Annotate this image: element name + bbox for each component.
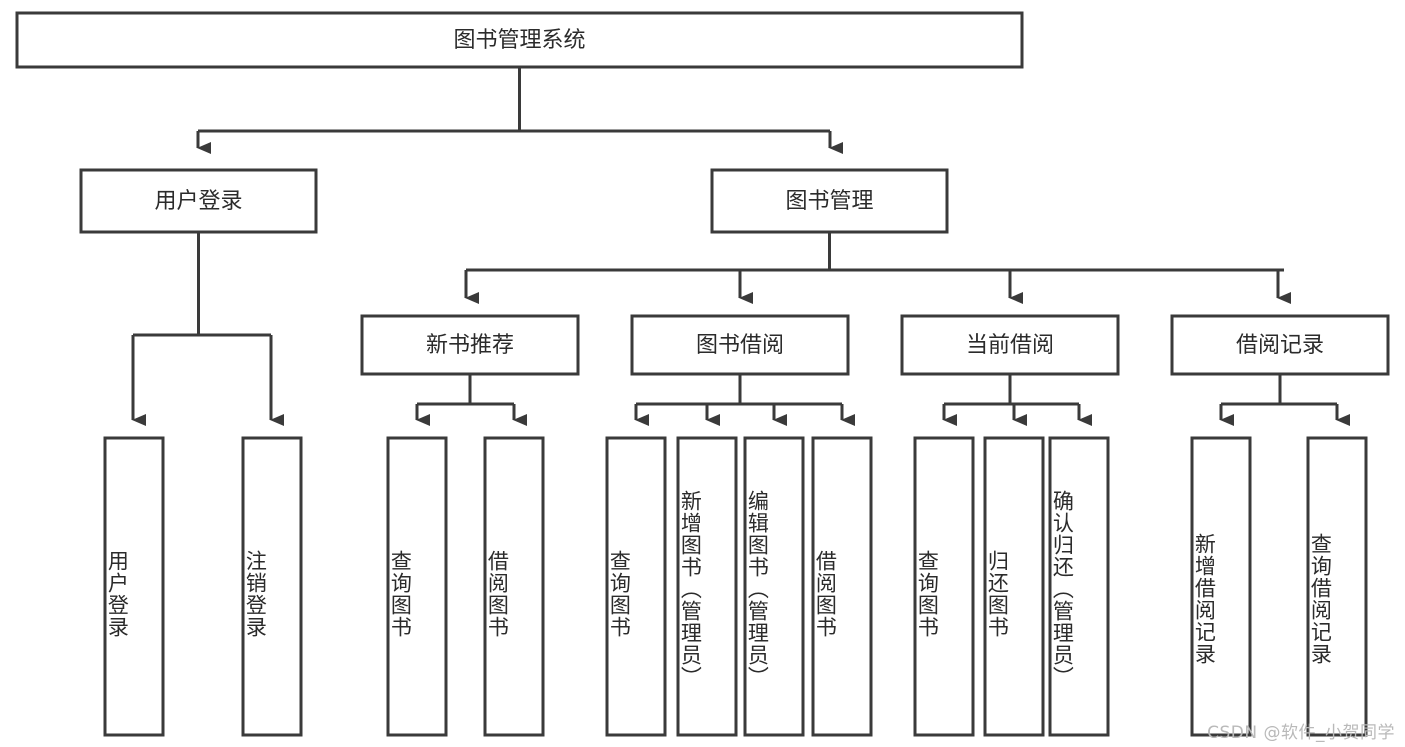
- node-current-borrow-label: 当前借阅: [966, 333, 1054, 358]
- node-root-label: 图书管理系统: [453, 28, 585, 53]
- node-book-manage-label: 图书管理: [785, 189, 873, 214]
- node-edit-book-admin-box[interactable]: [743, 436, 805, 737]
- node-new-book-recommend-label: 新书推荐: [426, 333, 514, 358]
- node-borrow-record-label: 借阅记录: [1236, 333, 1324, 358]
- node-root-box[interactable]: [15, 11, 1024, 69]
- node-user-logout-box[interactable]: [241, 436, 303, 737]
- node-borrow-record-box[interactable]: [1170, 314, 1390, 376]
- node-add-borrow-record-box[interactable]: [1190, 436, 1252, 737]
- node-query-book-2-box[interactable]: [605, 436, 667, 737]
- node-user-login-label: 用户登录: [154, 189, 242, 214]
- node-query-book-3-box[interactable]: [913, 436, 975, 737]
- node-confirm-return-admin-box[interactable]: [1048, 436, 1110, 737]
- node-borrow-book-2-box[interactable]: [811, 436, 873, 737]
- node-user-login-do-box[interactable]: [103, 436, 165, 737]
- node-book-borrow-box[interactable]: [630, 314, 850, 376]
- node-new-book-recommend-box[interactable]: [360, 314, 580, 376]
- node-add-book-admin-box[interactable]: [676, 436, 738, 737]
- node-return-book-box[interactable]: [983, 436, 1045, 737]
- node-book-manage-box[interactable]: [710, 168, 949, 234]
- node-borrow-book-1-box[interactable]: [483, 436, 545, 737]
- csdn-watermark: CSDN @软件_小贺同学: [1207, 723, 1395, 743]
- node-query-borrow-record-box[interactable]: [1306, 436, 1368, 737]
- node-current-borrow-box[interactable]: [900, 314, 1120, 376]
- node-query-book-1-box[interactable]: [386, 436, 448, 737]
- node-book-borrow-label: 图书借阅: [696, 333, 784, 358]
